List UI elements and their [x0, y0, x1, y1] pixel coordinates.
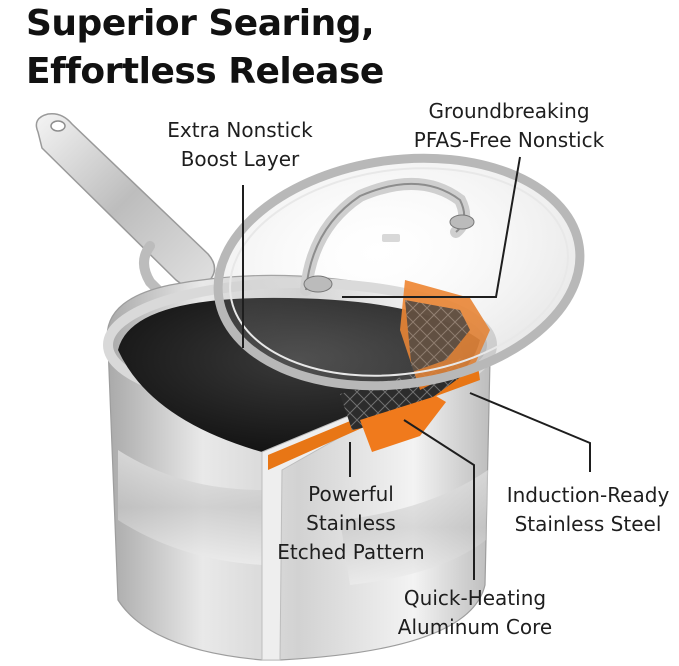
- callout-aluminum-core: Quick-Heating Aluminum Core: [380, 584, 570, 642]
- callout-pfas-free-line-2: PFAS-Free Nonstick: [413, 128, 605, 152]
- leader-aluminum-core: [403, 419, 475, 580]
- leader-induction: [469, 392, 591, 472]
- callout-aluminum-core-line-1: Quick-Heating: [403, 586, 547, 610]
- callout-aluminum-core-line-2: Aluminum Core: [397, 615, 553, 639]
- callout-induction-line-1: Induction-Ready: [506, 483, 670, 507]
- callout-induction: Induction-Ready Stainless Steel: [498, 481, 678, 539]
- callout-etched-pattern-line-3: Etched Pattern: [277, 540, 425, 564]
- callout-pfas-free: Groundbreaking PFAS-Free Nonstick: [402, 97, 616, 155]
- headline: Superior Searing, Effortless Release: [26, 0, 384, 96]
- callout-leader-lines: [242, 156, 591, 580]
- callout-etched-pattern: Powerful Stainless Etched Pattern: [270, 480, 432, 567]
- leader-pfas-free: [342, 156, 521, 298]
- callout-boost-layer: Extra Nonstick Boost Layer: [150, 116, 330, 174]
- headline-line-2: Effortless Release: [26, 51, 384, 92]
- callout-etched-pattern-line-2: Stainless: [306, 511, 396, 535]
- callout-boost-layer-line-2: Boost Layer: [180, 147, 300, 171]
- callout-pfas-free-line-1: Groundbreaking: [428, 99, 590, 123]
- callout-boost-layer-line-1: Extra Nonstick: [167, 118, 313, 142]
- headline-line-1: Superior Searing,: [26, 3, 375, 44]
- brand-mark: [382, 234, 400, 242]
- callout-etched-pattern-line-1: Powerful: [308, 482, 394, 506]
- callout-induction-line-2: Stainless Steel: [514, 512, 662, 536]
- glass-lid: [213, 153, 585, 391]
